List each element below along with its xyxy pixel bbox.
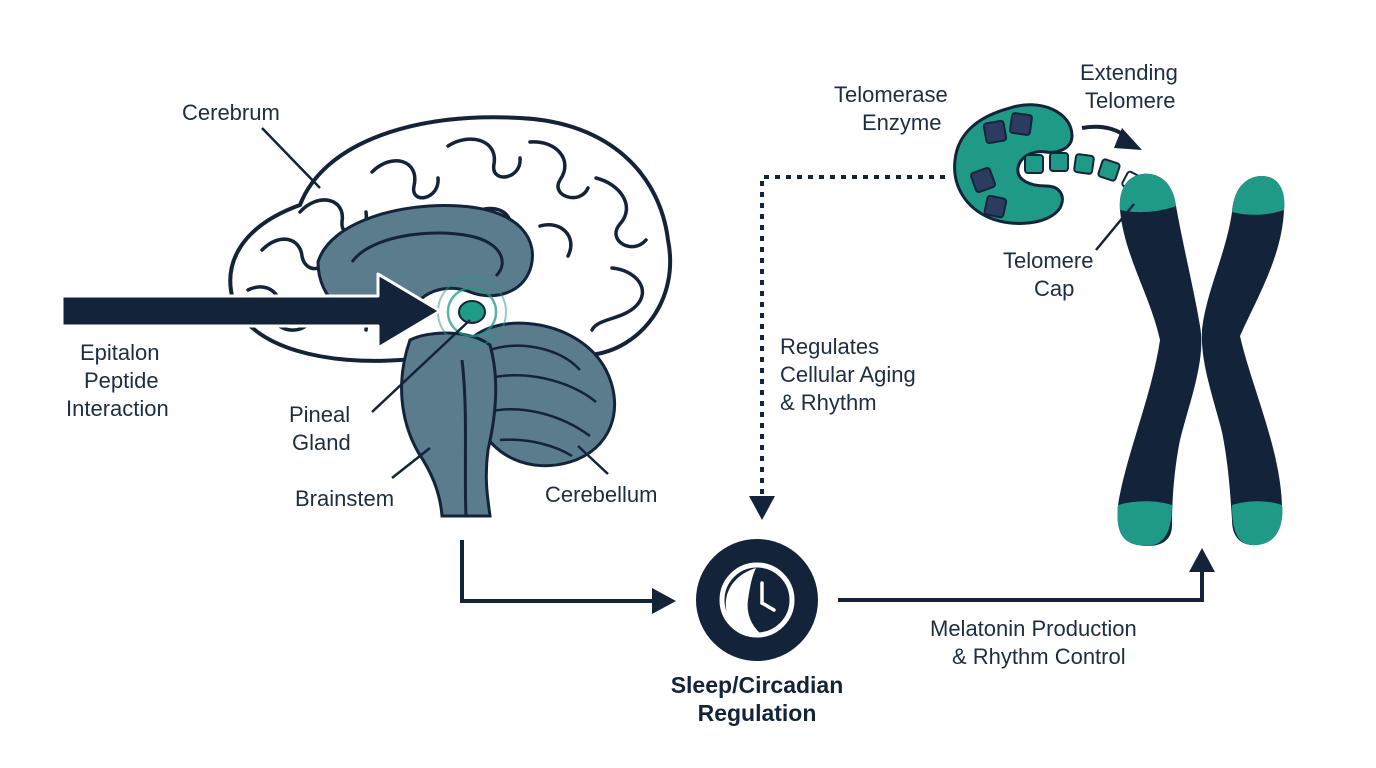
label-regulates-1: Regulates bbox=[780, 334, 879, 359]
label-brainstem: Brainstem bbox=[295, 486, 394, 511]
telomere-cap-leader bbox=[1095, 203, 1135, 251]
label-telomere-cap-1: Telomere bbox=[1003, 248, 1093, 273]
label-pineal-2: Gland bbox=[292, 430, 351, 455]
label-telomere-cap-2: Cap bbox=[1034, 276, 1074, 301]
label-epitalon-2: Peptide bbox=[84, 368, 159, 393]
chromosome-illustration bbox=[1117, 173, 1285, 546]
brain-leader-lines bbox=[261, 127, 609, 479]
moon-clock-icon bbox=[696, 539, 818, 661]
brain-to-sleep-arrow bbox=[460, 540, 655, 603]
telomerase-enzyme-illustration bbox=[953, 103, 1145, 225]
label-melatonin-1: Melatonin Production bbox=[930, 616, 1137, 641]
label-regulates-2: Cellular Aging bbox=[780, 362, 916, 387]
cerebellum-shape bbox=[464, 321, 616, 468]
label-telomerase-1: Telomerase bbox=[834, 82, 948, 107]
label-extending-1: Extending bbox=[1080, 60, 1178, 85]
label-sleep-1: Sleep/Circadian bbox=[671, 672, 844, 698]
sleep-to-chromosome-arrow bbox=[838, 570, 1204, 602]
epitalon-arrow bbox=[60, 272, 442, 350]
label-telomerase-2: Enzyme bbox=[862, 110, 941, 135]
telomerase-feedback-arrow bbox=[760, 175, 945, 498]
pineal-gland-highlight bbox=[437, 277, 507, 347]
label-regulates-3: & Rhythm bbox=[780, 390, 877, 415]
label-melatonin-2: & Rhythm Control bbox=[952, 644, 1126, 669]
label-sleep-2: Regulation bbox=[698, 700, 817, 726]
brainstem-shape bbox=[400, 331, 498, 518]
label-pineal-1: Pineal bbox=[289, 402, 350, 427]
label-extending-2: Telomere bbox=[1085, 88, 1175, 113]
label-cerebrum: Cerebrum bbox=[182, 100, 280, 125]
label-cerebellum: Cerebellum bbox=[545, 482, 658, 507]
label-epitalon-1: Epitalon bbox=[80, 340, 160, 365]
label-epitalon-3: Interaction bbox=[66, 396, 169, 421]
